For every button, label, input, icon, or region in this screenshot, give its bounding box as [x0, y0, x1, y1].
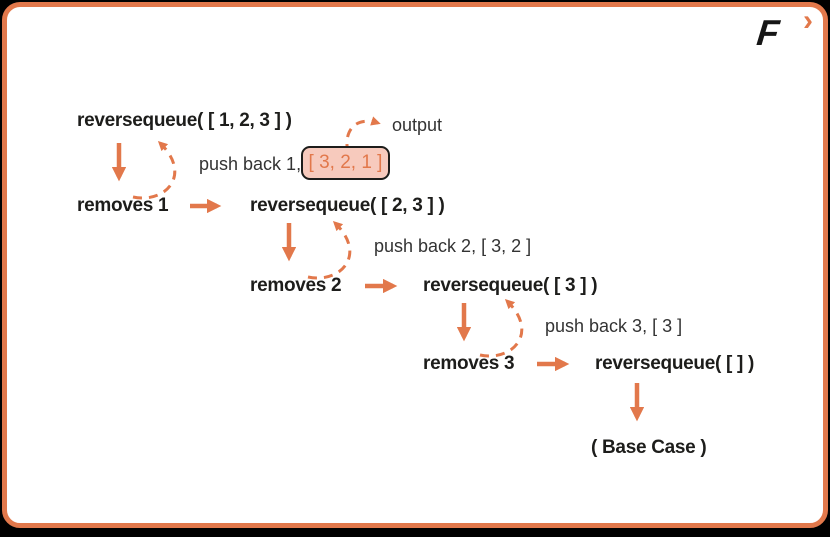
call-node-2: reversequeue( [ 2, 3 ] )	[250, 195, 445, 216]
output-queue-box: [ 3, 2, 1 ]	[301, 146, 390, 180]
call-node-4: reversequeue( [ ] )	[595, 353, 755, 374]
push-back-label-3: push back 3, [ 3 ]	[545, 316, 683, 336]
output-label: output	[392, 115, 443, 135]
call-node-3: reversequeue( [ 3 ] )	[423, 275, 598, 296]
diagram-card: F › reversequeue( [ 1, 2, 3 ] ) push bac…	[2, 2, 828, 528]
brand-logo: F ›	[754, 6, 813, 55]
dashed-return-arrow-1	[132, 140, 177, 200]
push-back-label-2: push back 2, [ 3, 2 ]	[374, 236, 532, 256]
push-back-label-1: push back 1,	[199, 154, 302, 174]
removes-label-1: removes 1	[77, 195, 169, 216]
diagram-arrows	[111, 116, 645, 422]
base-case-label: ( Base Case )	[591, 437, 707, 458]
chevron-right-icon: ›	[803, 4, 813, 37]
removes-label-3: removes 3	[423, 353, 515, 374]
removes-label-2: removes 2	[250, 275, 342, 296]
brand-letter: F	[754, 12, 780, 53]
call-node-1: reversequeue( [ 1, 2, 3 ] )	[77, 110, 292, 131]
dashed-return-arrow-3	[479, 298, 524, 358]
dashed-return-arrow-2	[307, 220, 352, 280]
